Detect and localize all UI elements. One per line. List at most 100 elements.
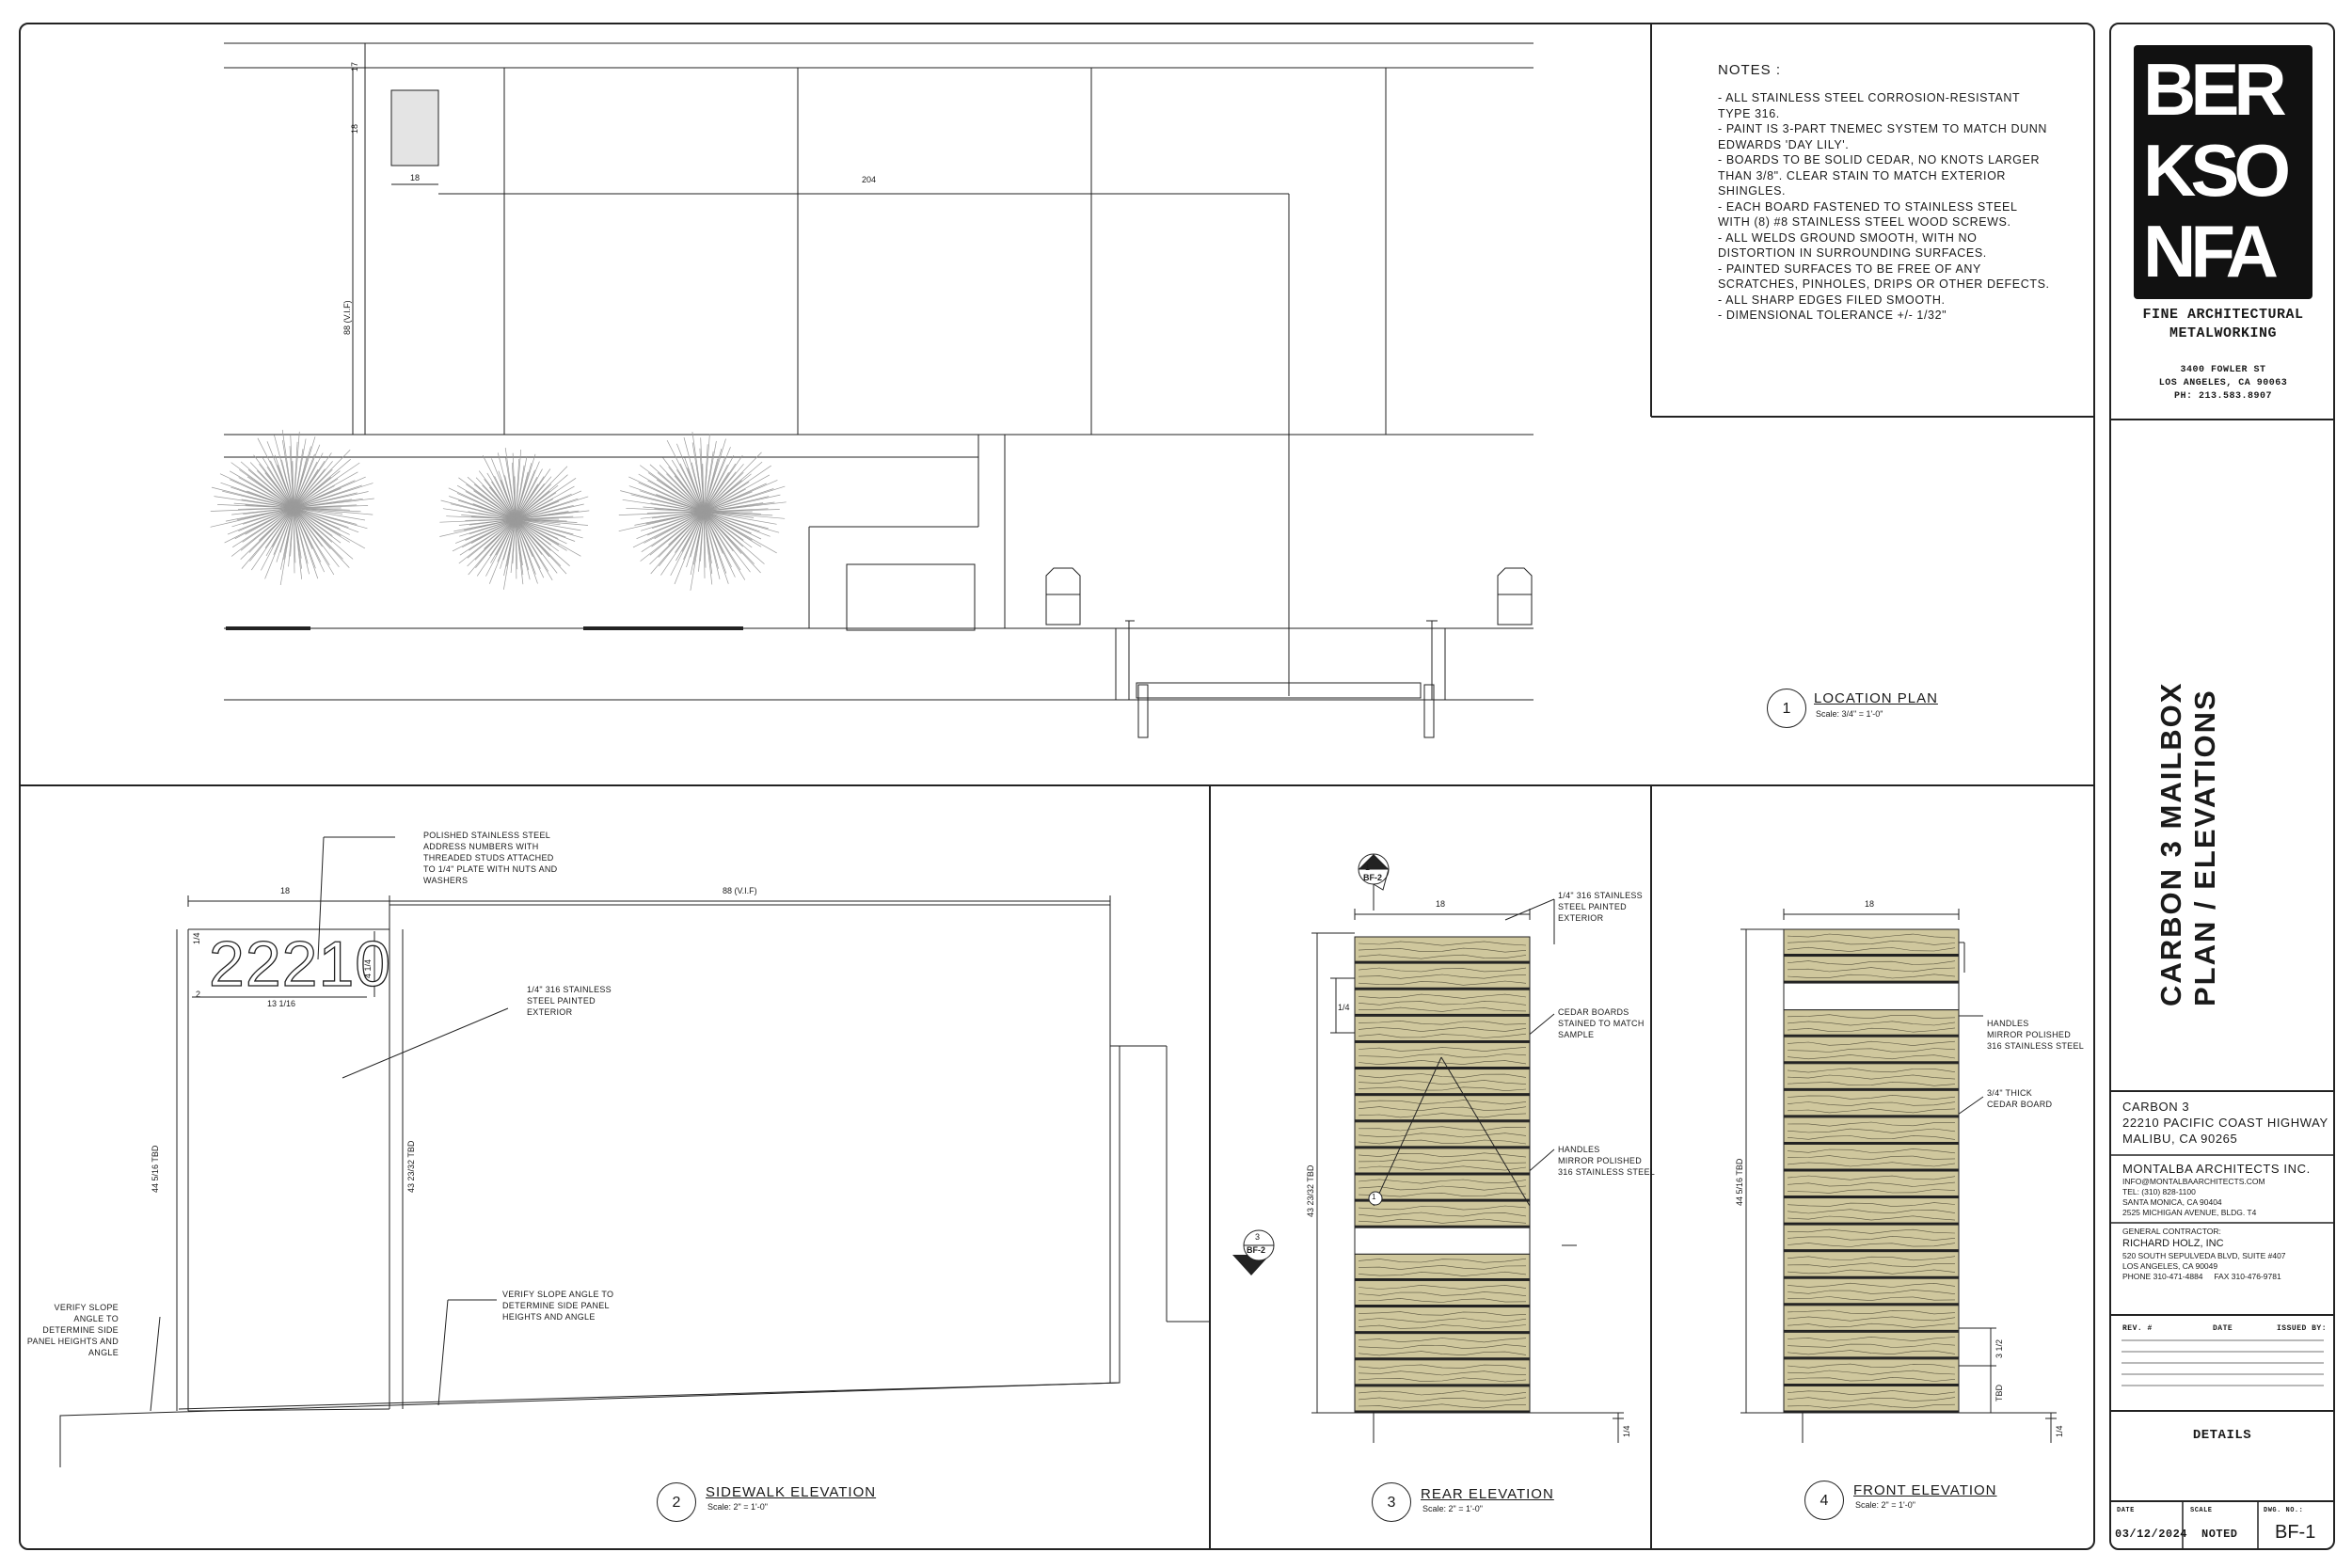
contractor-name: RICHARD HOLZ, INC bbox=[2122, 1238, 2224, 1249]
wood-grain bbox=[1787, 1155, 1956, 1161]
plant-leaf bbox=[293, 498, 374, 509]
note-line: DETERMINE SIDE PANEL bbox=[502, 1301, 610, 1310]
wood-grain bbox=[1358, 980, 1527, 986]
plant-leaf bbox=[274, 454, 294, 509]
plant-leaf bbox=[703, 464, 744, 513]
plant-leaf bbox=[703, 501, 787, 513]
wood-grain bbox=[1358, 1026, 1527, 1032]
plant-leaf bbox=[703, 511, 706, 578]
plant-leaf bbox=[219, 473, 294, 509]
plant-leaf bbox=[515, 492, 557, 520]
note-line: EXTERIOR bbox=[527, 1007, 573, 1017]
plant-leaf bbox=[440, 499, 516, 520]
plant-leaf bbox=[640, 511, 705, 531]
plant-leaf bbox=[515, 518, 576, 542]
plant-leaf bbox=[703, 511, 742, 554]
plant-leaf bbox=[703, 471, 744, 513]
plant-leaf bbox=[703, 511, 746, 580]
project-address-2: MALIBU, CA 90265 bbox=[2122, 1132, 2238, 1146]
wood-grain bbox=[1787, 974, 1956, 979]
footer-scale-label: SCALE bbox=[2190, 1507, 2213, 1514]
wood-grain bbox=[1358, 1403, 1527, 1409]
front-note-board: 3/4" THICK CEDAR BOARD bbox=[1987, 1087, 2052, 1110]
view-number-2: 2 bbox=[657, 1482, 696, 1522]
architect-city: SANTA MONICA, CA 90404 bbox=[2122, 1197, 2222, 1207]
note-line: - BOARDS TO BE SOLID CEDAR, NO KNOTS LAR… bbox=[1718, 153, 2041, 166]
plant-leaf bbox=[650, 511, 705, 575]
rear-section-callout-num: 1 bbox=[1365, 863, 1371, 872]
plant-leaf bbox=[246, 490, 294, 509]
wood-grain bbox=[1787, 1175, 1956, 1180]
company-phone: PH: 213.583.8907 bbox=[2173, 391, 2272, 402]
wood-grain bbox=[1358, 1351, 1527, 1356]
contractor-street: 520 SOUTH SEPULVEDA BLVD, SUITE #407 bbox=[2122, 1251, 2286, 1260]
plant-leaf bbox=[503, 518, 516, 577]
plant-leaf bbox=[703, 511, 755, 518]
plant-leaf bbox=[459, 518, 516, 537]
plant-leaf bbox=[293, 444, 321, 509]
sidewalk-elevation-drawing bbox=[59, 836, 1210, 1467]
plant-leaf bbox=[698, 511, 705, 572]
note-line: - ALL STAINLESS STEEL CORROSION-RESISTAN… bbox=[1718, 91, 2021, 104]
note-line: ADDRESS NUMBERS WITH bbox=[423, 842, 539, 851]
plant-leaf bbox=[703, 511, 762, 547]
wood-grain bbox=[1358, 1139, 1527, 1145]
plant-leaf bbox=[494, 476, 516, 520]
wood-grain bbox=[1787, 933, 1956, 939]
side-section-callout-num: 3 bbox=[1255, 1232, 1261, 1242]
drawing-title-line-1: CARBON 3 MAILBOX bbox=[2154, 681, 2187, 1006]
note-line: WASHERS bbox=[423, 876, 469, 885]
plant-leaf bbox=[703, 511, 777, 525]
wood-grain bbox=[1787, 967, 1956, 973]
wood-grain bbox=[1787, 1370, 1956, 1375]
plant-leaf bbox=[640, 511, 705, 519]
plant-leaf bbox=[240, 461, 294, 509]
plant-leaf bbox=[703, 434, 710, 513]
plant-leaf bbox=[465, 518, 516, 521]
wood-grain bbox=[1787, 1040, 1956, 1046]
plant-leaf bbox=[515, 518, 561, 526]
plant-leaf bbox=[515, 496, 589, 520]
note-address-numbers: POLISHED STAINLESS STEEL ADDRESS NUMBERS… bbox=[423, 830, 558, 886]
plant-leaf bbox=[515, 518, 581, 531]
contractor-label: GENERAL CONTRACTOR: bbox=[2122, 1227, 2221, 1236]
view-scale-rear-elevation: Scale: 2" = 1'-0" bbox=[1422, 1504, 1483, 1513]
plant-leaf bbox=[456, 484, 516, 520]
plant-leaf bbox=[273, 507, 294, 555]
wood-grain bbox=[1787, 1094, 1956, 1101]
plant-leaf bbox=[646, 511, 705, 514]
project-name: CARBON 3 bbox=[2122, 1100, 2190, 1114]
note-line: - PAINTED SURFACES TO BE FREE OF ANY bbox=[1718, 261, 1981, 276]
wood-grain bbox=[1358, 1059, 1527, 1066]
wood-grain bbox=[1787, 1209, 1956, 1214]
wood-grain bbox=[1787, 1282, 1956, 1288]
note-line: POLISHED STAINLESS STEEL bbox=[423, 831, 551, 840]
wood-grain bbox=[1358, 941, 1527, 946]
plant-leaf bbox=[515, 484, 559, 520]
view-scale-sidewalk-elevation: Scale: 2" = 1'-0" bbox=[707, 1502, 768, 1512]
plant-leaf bbox=[703, 511, 744, 547]
plant-leaf bbox=[662, 457, 705, 513]
note-line: CEDAR BOARD bbox=[1987, 1100, 2053, 1109]
note-line: 1/4" 316 STAINLESS bbox=[1558, 891, 1643, 900]
plant-leaf bbox=[292, 461, 294, 509]
plant-leaf bbox=[515, 518, 551, 551]
note-line: - EACH BOARD FASTENED TO STAINLESS STEEL bbox=[1718, 199, 2018, 214]
plant-leaf bbox=[249, 462, 294, 509]
sidewalk-dim-88: 88 (V.I.F) bbox=[723, 886, 757, 895]
plant-leaf bbox=[515, 518, 578, 523]
plant-leaf bbox=[293, 483, 373, 509]
plant-leaf bbox=[293, 507, 303, 579]
front-dim-18: 18 bbox=[1865, 899, 1875, 909]
plant-leaf bbox=[510, 518, 516, 574]
view-number-3: 3 bbox=[1372, 1482, 1411, 1522]
plant-leaf bbox=[515, 518, 531, 580]
rear-elevation-drawing bbox=[1232, 853, 1624, 1443]
plant-leaf bbox=[467, 476, 516, 520]
plant-leaf bbox=[515, 518, 538, 584]
wood-grain bbox=[1787, 1181, 1956, 1187]
plan-dim-18-horizontal: 18 bbox=[410, 173, 421, 182]
wood-grain bbox=[1787, 1363, 1956, 1369]
plant-leaf bbox=[276, 507, 294, 562]
